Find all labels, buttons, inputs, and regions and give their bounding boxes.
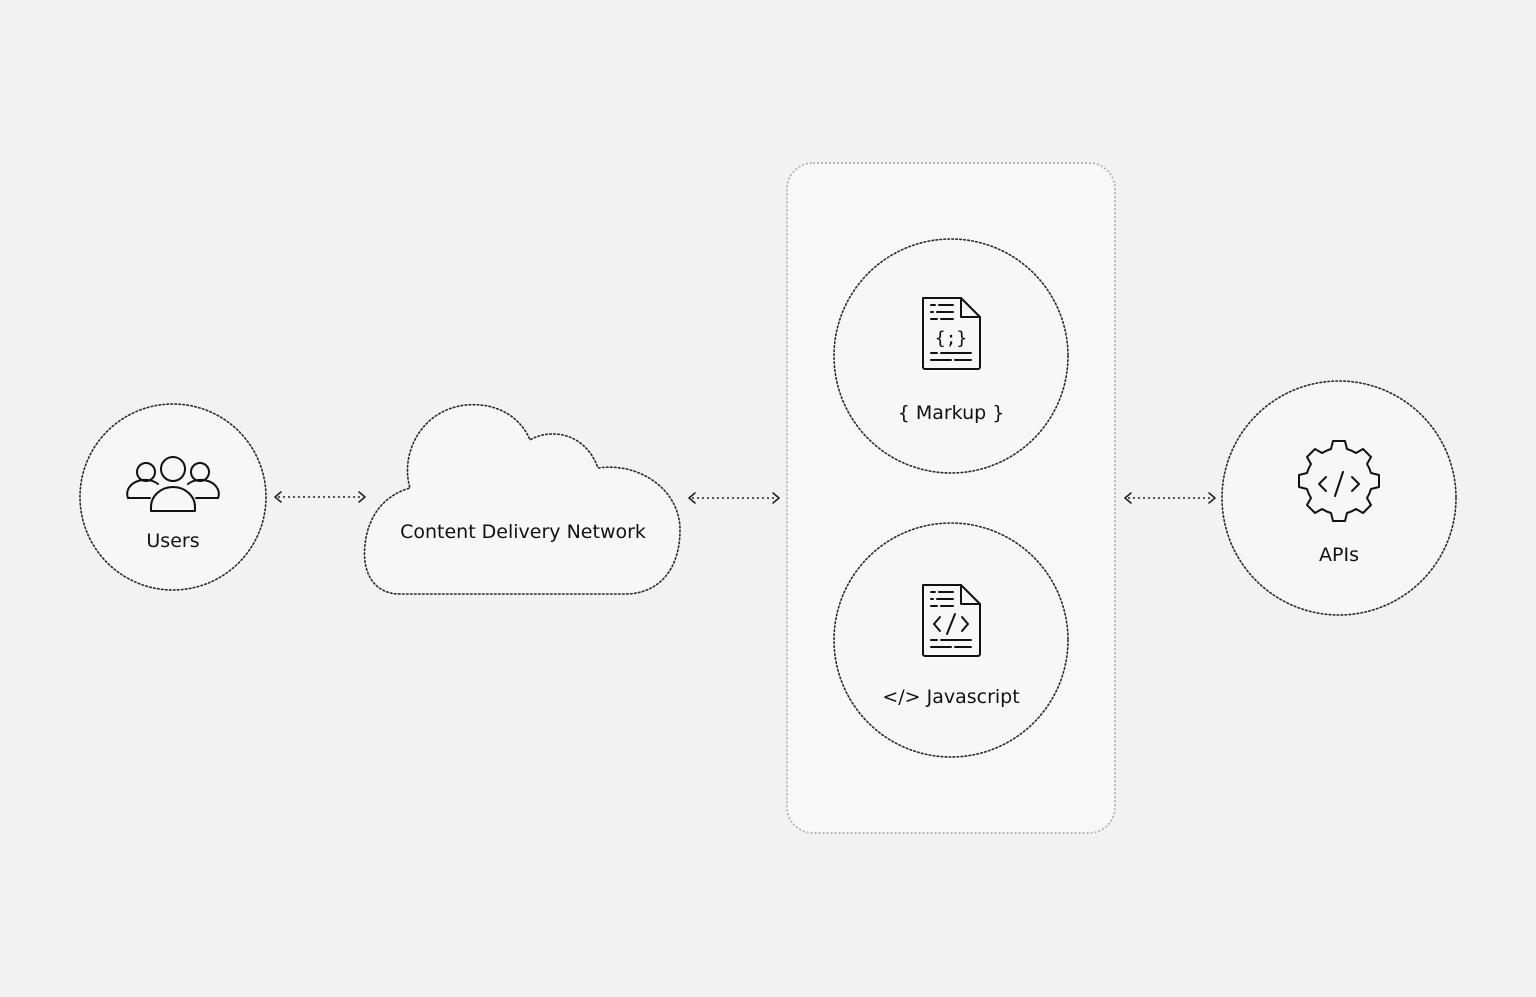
cloud-shape [363, 403, 681, 595]
users-node: Users [79, 403, 267, 591]
markup-document-icon: {;} [922, 297, 981, 370]
users-label: Users [146, 530, 199, 552]
connector-cdn-panel [688, 492, 780, 504]
apis-node-circle [1221, 380, 1457, 616]
javascript-node: </> Javascript [833, 522, 1069, 758]
connector-panel-apis [1124, 492, 1216, 504]
cdn-label: Content Delivery Network [400, 521, 646, 543]
code-document-icon [922, 584, 981, 657]
markup-node: {;} { Markup } [833, 238, 1069, 474]
code-gear-icon [1298, 440, 1380, 522]
apis-node: APIs [1221, 380, 1457, 616]
users-node-circle [79, 403, 267, 591]
connector-users-cdn [274, 491, 366, 503]
markup-label: { Markup } [898, 402, 1005, 424]
markup-node-circle [833, 238, 1069, 474]
users-group-icon [126, 456, 220, 512]
cdn-node: Content Delivery Network [363, 403, 681, 595]
svg-text:{;}: {;} [935, 328, 968, 349]
apis-label: APIs [1319, 544, 1359, 566]
javascript-label: </> Javascript [882, 686, 1019, 708]
